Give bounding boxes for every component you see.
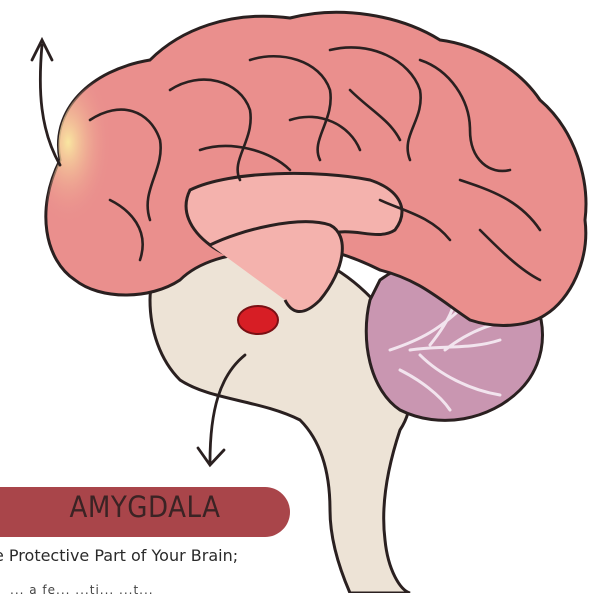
amygdala-description: e Protective Part of Your Brain; bbox=[0, 546, 238, 565]
amygdala bbox=[238, 306, 278, 334]
amygdala-title: AMYGDALA bbox=[0, 490, 290, 524]
amygdala-description-cutoff: ... a fe... ...ti... ...t... bbox=[10, 583, 154, 597]
